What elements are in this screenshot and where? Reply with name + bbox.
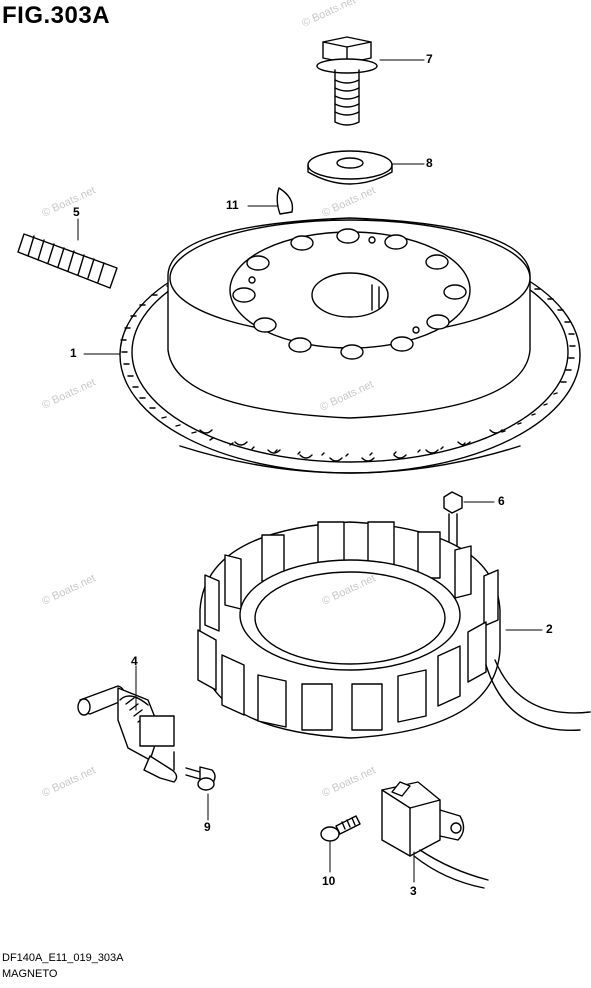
- callout-10: 10: [322, 874, 336, 888]
- pulser-coil: [381, 781, 489, 889]
- woodruff-key: [276, 187, 294, 215]
- callout-3: 3: [410, 884, 417, 898]
- callout-2: 2: [546, 622, 553, 636]
- callout-11: 11: [226, 198, 239, 212]
- flywheel: [119, 217, 581, 474]
- stator: [197, 521, 591, 739]
- callout-8: 8: [426, 156, 433, 170]
- callout-4: 4: [131, 654, 138, 668]
- footer-code: DF140A_E11_019_303A: [2, 952, 124, 964]
- washer: [307, 150, 393, 185]
- sensor-screw: [185, 766, 216, 791]
- callout-9: 9: [204, 820, 211, 834]
- callout-6: 6: [498, 494, 505, 508]
- footer-name: MAGNETO: [2, 968, 58, 980]
- spring-pin: [17, 233, 118, 289]
- leader-lines: [77, 59, 543, 883]
- callout-7: 7: [426, 52, 433, 66]
- flange-bolt: [316, 36, 378, 126]
- figure-title: FIG.303A: [2, 2, 111, 29]
- pulser-screw: [320, 815, 361, 842]
- callout-1: 1: [70, 346, 77, 360]
- callout-5: 5: [73, 205, 80, 219]
- crank-sensor: [77, 685, 178, 783]
